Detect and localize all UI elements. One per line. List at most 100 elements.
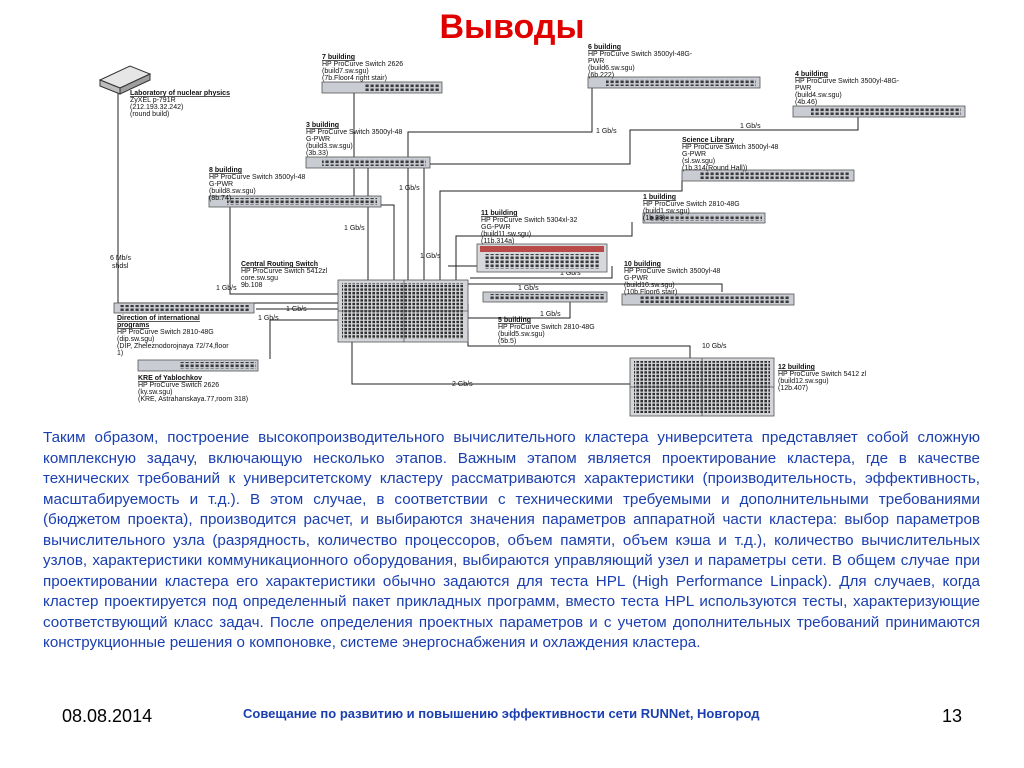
node-detail: HP ProCurve Switch 3500yl-48G- [588, 51, 693, 58]
link-b11-b [470, 266, 613, 279]
node-detail: G-PWR [209, 181, 233, 188]
link-b11 [448, 258, 479, 267]
node-title: 8 building [209, 167, 242, 174]
router-device [98, 65, 152, 95]
node-title: 7 building [322, 54, 355, 61]
switch-b11 [476, 243, 608, 273]
node-label-b7: 7 building HP ProCurve Switch 2626 (buil… [322, 54, 403, 82]
link-label-b12-2g: 2 Gb/s [452, 381, 473, 388]
node-label-b12: 12 building HP ProCurve Switch 5412 zl (… [778, 364, 867, 392]
node-detail: HP ProCurve Switch 5412zl [241, 268, 328, 275]
node-detail: (1b.28) [643, 215, 665, 222]
node-detail: (dip.sw.sgu) [117, 336, 154, 343]
node-detail: GG-PWR [481, 224, 511, 231]
node-detail: (build6.sw.sgu) [588, 65, 635, 72]
node-title: KRE of Yablochkov [138, 375, 202, 382]
node-label-b6: 6 building HP ProCurve Switch 3500yl-48G… [588, 44, 693, 79]
link-b8 [229, 206, 338, 295]
link-label-b6: 1 Gb/s [596, 128, 617, 135]
node-detail: (12b.407) [778, 385, 808, 392]
switch-b3 [305, 156, 431, 169]
node-title: Laboratory of nuclear physics [130, 90, 230, 97]
link-label-dir: 1 Gb/s [258, 315, 279, 322]
node-detail: (build4.sw.sgu) [795, 92, 842, 99]
footer-date: 08.08.2014 [62, 706, 153, 726]
link-label-lab: 1 Gb/s [286, 306, 307, 313]
link-label-central: 1 Gb/s [420, 253, 441, 260]
node-detail: HP ProCurve Switch 3500yl-48G- [795, 78, 900, 85]
node-label-central: Central Routing Switch HP ProCurve Switc… [241, 261, 328, 289]
switch-central [337, 279, 469, 343]
page-number: 13 [942, 706, 963, 726]
node-detail: HP ProCurve Switch 3500yl-48 [209, 174, 305, 181]
node-label-b1: 1 building HP ProCurve Switch 2810-48G (… [643, 194, 740, 222]
link-label-b10: 1 Gb/s [518, 285, 539, 292]
node-detail: (1b.314(Round Hall)) [682, 165, 747, 172]
node-detail: (DIP, Zheleznodorojnaya 72/74,floor [117, 343, 229, 350]
node-detail: (sl.sw.sgu) [682, 158, 715, 165]
link-b10 [461, 283, 723, 292]
node-detail: HP ProCurve Switch 2626 [322, 61, 403, 68]
node-detail: HP ProCurve Switch 3500yl-48 [624, 268, 720, 275]
node-detail: (212.193.32.242) [130, 104, 183, 111]
node-detail: G-PWR [682, 151, 706, 158]
link-label-6mbs: 6 Mb/s [110, 255, 132, 262]
node-detail: HP ProCurve Switch 2810-48G [643, 201, 740, 208]
switch-b5 [482, 291, 608, 303]
node-detail: PWR [795, 85, 811, 92]
node-detail: PWR [588, 58, 604, 65]
node-detail: programs [117, 322, 149, 329]
node-detail: core.sw.sgu [241, 275, 278, 282]
node-detail: G-PWR [306, 136, 330, 143]
node-detail: (build5.sw.sgu) [498, 331, 545, 338]
node-detail: (build12.sw.sgu) [778, 378, 829, 385]
node-detail: (KRE, Astrahanskaya.77,room 318) [138, 396, 248, 403]
node-label-b11: 11 building HP ProCurve Switch 5304xl-32… [481, 210, 577, 245]
node-label-b10: 10 building HP ProCurve Switch 3500yl-48… [624, 261, 720, 296]
node-detail: HP ProCurve Switch 3500yl-48 [306, 129, 402, 136]
footer-meeting-title: Совещание по развитию и повышению эффект… [243, 706, 760, 721]
node-detail: HP ProCurve Switch 5412 zl [778, 371, 867, 378]
node-detail: (8b.74) [209, 195, 231, 202]
link-label-b8: 1 Gb/s [216, 285, 237, 292]
switch-b7 [321, 81, 443, 94]
node-detail: (3b.33) [306, 150, 328, 157]
node-detail: HP ProCurve Switch 2810-48G [498, 324, 595, 331]
node-title: 12 building [778, 364, 815, 371]
link-b6 [407, 87, 593, 280]
slide-title: Выводы [439, 8, 585, 46]
node-detail: (10b.Floor6 stair) [624, 289, 677, 296]
node-label-kre: KRE of Yablochkov HP ProCurve Switch 262… [138, 375, 248, 403]
link-label-b7: 1 Gb/s [344, 225, 365, 232]
link-label-b5: 1 Gb/s [540, 311, 561, 318]
node-title: 3 building [306, 122, 339, 129]
link-label-b3: 1 Gb/s [399, 185, 420, 192]
link-b4 [423, 117, 859, 280]
switch-b12 [629, 357, 775, 417]
body-paragraph: Таким образом, построение высокопроизвод… [43, 429, 980, 651]
node-detail: (build11.sw.sgu) [481, 231, 531, 238]
switch-b8 [208, 195, 382, 208]
node-title: Central Routing Switch [241, 261, 318, 268]
link-label-b12-10g: 10 Gb/s [702, 343, 727, 350]
node-title: 5 building [498, 317, 531, 324]
node-detail: (ky.sw.sgu) [138, 389, 173, 396]
node-title: Direction of international [117, 315, 200, 322]
node-title: Science Library [682, 137, 734, 144]
node-label-lab: Laboratory of nuclear physics ZyXEL p-79… [130, 90, 230, 118]
link-science [439, 180, 683, 280]
node-detail: G-PWR [624, 275, 648, 282]
node-title: 11 building [481, 210, 518, 217]
node-label-b4: 4 building HP ProCurve Switch 3500yl-48G… [795, 71, 900, 106]
node-title: 1 building [643, 194, 676, 201]
link-b12-2g [351, 342, 630, 385]
switch-b6 [587, 76, 761, 89]
node-detail: (build1.sw.sgu) [643, 208, 690, 215]
link-kre [269, 319, 338, 359]
node-detail: ZyXEL p-791R [130, 97, 176, 104]
switch-b1 [642, 212, 766, 224]
node-detail: HP ProCurve Switch 3500yl-48 [682, 144, 778, 151]
node-detail: (11b.314a) [481, 238, 514, 245]
switch-kre [137, 359, 259, 372]
node-detail: HP ProCurve Switch 5304xl-32 [481, 217, 577, 224]
